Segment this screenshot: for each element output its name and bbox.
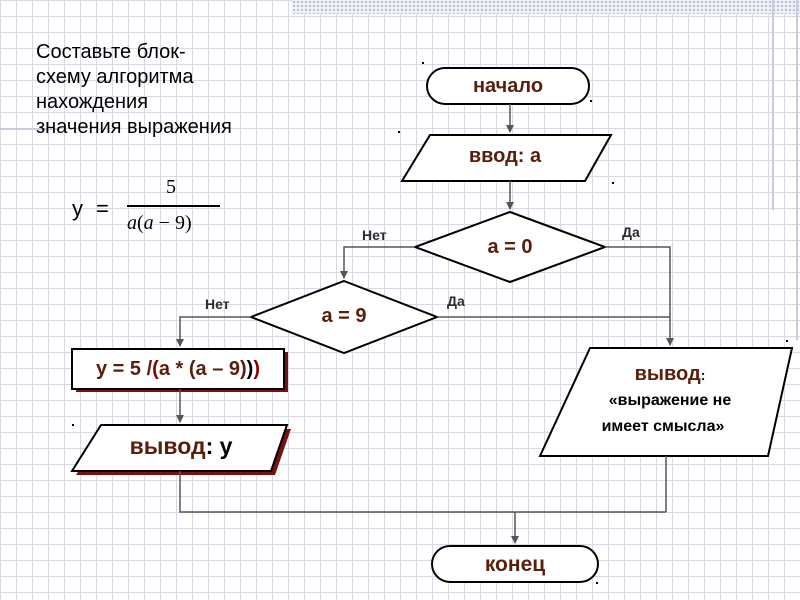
output-message-label: вывод: «выражение не имеет смысла» (560, 361, 780, 440)
formula-rest: − 9) (153, 212, 192, 234)
formula-lhs: y (72, 196, 83, 221)
formula-equals: = (96, 196, 109, 221)
label-cond2-yes: Да (447, 293, 465, 309)
formula-numerator: 5 (166, 176, 176, 198)
output-word: вывод (634, 363, 701, 385)
decorative-dotted-band (292, 0, 800, 14)
compute-label: y = 5 /(а * (а – 9))) (72, 358, 284, 381)
decorative-dot (398, 131, 400, 133)
label-cond1-no: Нет (362, 227, 387, 243)
output-message-line: имеет смысла» (601, 418, 725, 435)
decorative-dot (72, 424, 74, 426)
output-y-node (70, 424, 289, 472)
cond1-label: а = 0 (487, 236, 533, 258)
end-node (431, 545, 599, 583)
output-message-line: вывод: (560, 361, 780, 388)
formula-var: a (143, 212, 154, 234)
label-cond2-no: Нет (205, 296, 230, 312)
condition-a-eq-0 (412, 210, 608, 284)
decorative-vertical-line (772, 0, 774, 210)
formula-denominator: a(a − 9) (127, 212, 192, 235)
flow-cond1-yes (605, 246, 674, 346)
task-line: Составьте блок- (36, 41, 186, 63)
output-rest: : y (205, 433, 233, 459)
decorative-dot (786, 340, 788, 342)
flow-cond1-no (340, 246, 415, 279)
decorative-horizontal-line (0, 128, 60, 130)
compute-paren: ( (152, 358, 159, 380)
task-line: нахождения (36, 91, 149, 113)
start-node (426, 67, 590, 105)
decorative-dot (590, 100, 592, 102)
decorative-dot (596, 582, 598, 584)
task-line: значения выражения (36, 116, 232, 138)
formula-fraction-bar (127, 205, 220, 207)
compute-paren: ) (253, 358, 260, 380)
decorative-dot (422, 62, 424, 64)
output-colon: : (700, 367, 706, 383)
cond2-label: а = 9 (321, 305, 367, 327)
label-cond1-yes: Да (622, 224, 640, 240)
flow-cond2-no (176, 316, 251, 347)
formula-var: a (127, 212, 137, 234)
end-label: конец (484, 553, 546, 576)
condition-a-eq-9 (248, 279, 440, 355)
flow-output-y-down (179, 471, 666, 513)
compute-node (71, 348, 285, 390)
decorative-dot (612, 182, 614, 184)
output-y-label: вывод: y (86, 433, 276, 460)
compute-text: а * (а – 9) (158, 358, 247, 380)
compute-text: y = 5 / (96, 358, 153, 380)
compute-paren: ) (246, 358, 254, 380)
task-statement: Составьте блок- схему алгоритма нахожден… (36, 40, 306, 140)
output-message-line: «выражение не (608, 392, 732, 409)
decorative-vertical-line (796, 0, 798, 340)
input-label: ввод: а (468, 145, 542, 167)
input-node (400, 134, 613, 182)
output-message-node (538, 347, 794, 457)
formula-paren: ( (137, 212, 144, 234)
output-word: вывод (129, 433, 206, 459)
task-line: схему алгоритма (36, 66, 194, 88)
start-label: начало (472, 75, 544, 97)
